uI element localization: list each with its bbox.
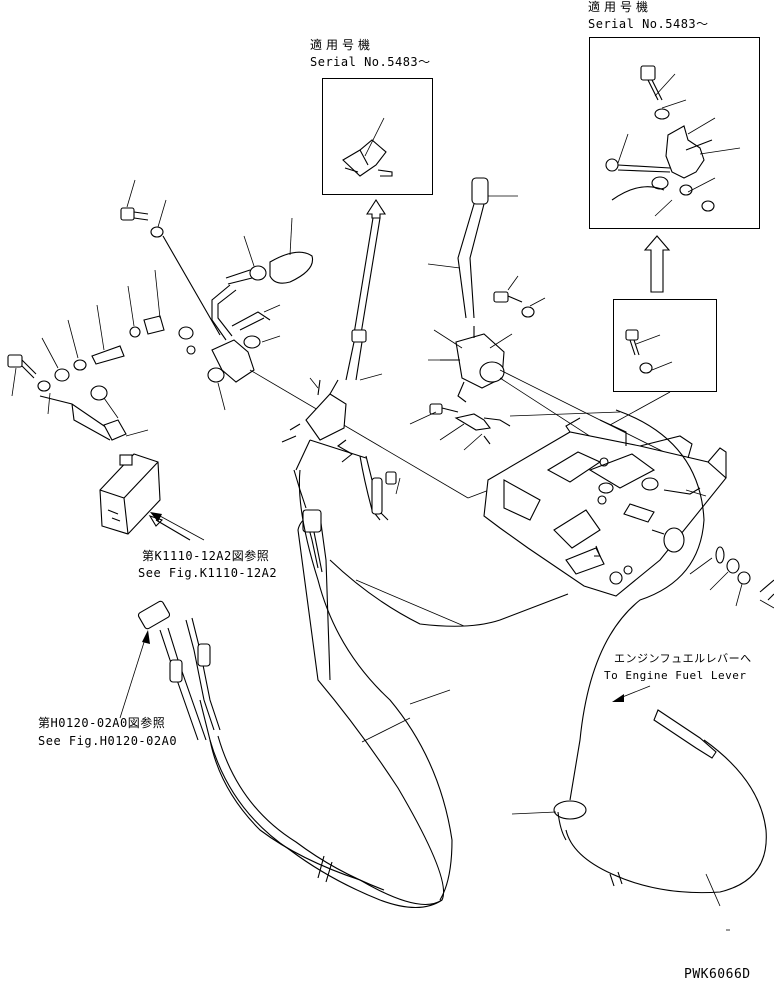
ref-k1110-en-label: See Fig.K1110-12A2: [138, 566, 278, 580]
inset-box-top-right: [589, 37, 760, 229]
inset-top-right-jp-label: 適用号機: [588, 0, 653, 14]
right-washers: [651, 527, 774, 609]
inset-top-middle-jp-label: 適用号機: [310, 38, 375, 52]
cable-middle: [329, 455, 569, 627]
arrow-to-middle-inset: [352, 198, 387, 341]
right-cable-ends: [409, 403, 621, 451]
drawing-code-label: PWK6066D: [684, 967, 751, 982]
inset-top-right-serial-label: Serial No.5483～: [588, 17, 709, 31]
fuel-lever-cable: [511, 409, 767, 931]
inset-small-bolt: [609, 329, 673, 426]
ref-arrows: [119, 512, 651, 719]
cable-long-loop: [199, 469, 453, 906]
inset-top-middle-serial-label: Serial No.5483～: [310, 55, 431, 69]
inset-middle-bracket: [342, 117, 393, 177]
ref-h0120-jp-label: 第H0120-02A0図参照: [38, 716, 166, 730]
left-hardware-stack: [7, 179, 314, 441]
fuel-lever-jp-label: エンジンフュエルレバーへ: [614, 652, 752, 665]
ref-k1110-jp-label: 第K1110-12A2図参照: [142, 549, 270, 563]
inset-right-assembly: [605, 65, 741, 217]
switch-box: [99, 453, 191, 541]
inset-box-top-middle: [322, 78, 433, 195]
inset-box-small-right: [613, 299, 717, 392]
main-bracket-plate: [483, 417, 727, 597]
middle-pivot-bracket: [281, 329, 383, 471]
cables-to-h0120: [137, 600, 443, 908]
ref-h0120-en-label: See Fig.H0120-02A0: [38, 734, 178, 748]
fuel-lever-en-label: To Engine Fuel Lever: [604, 669, 747, 682]
link-line-left: [249, 369, 469, 499]
arrow-to-right-inset: [643, 235, 671, 293]
